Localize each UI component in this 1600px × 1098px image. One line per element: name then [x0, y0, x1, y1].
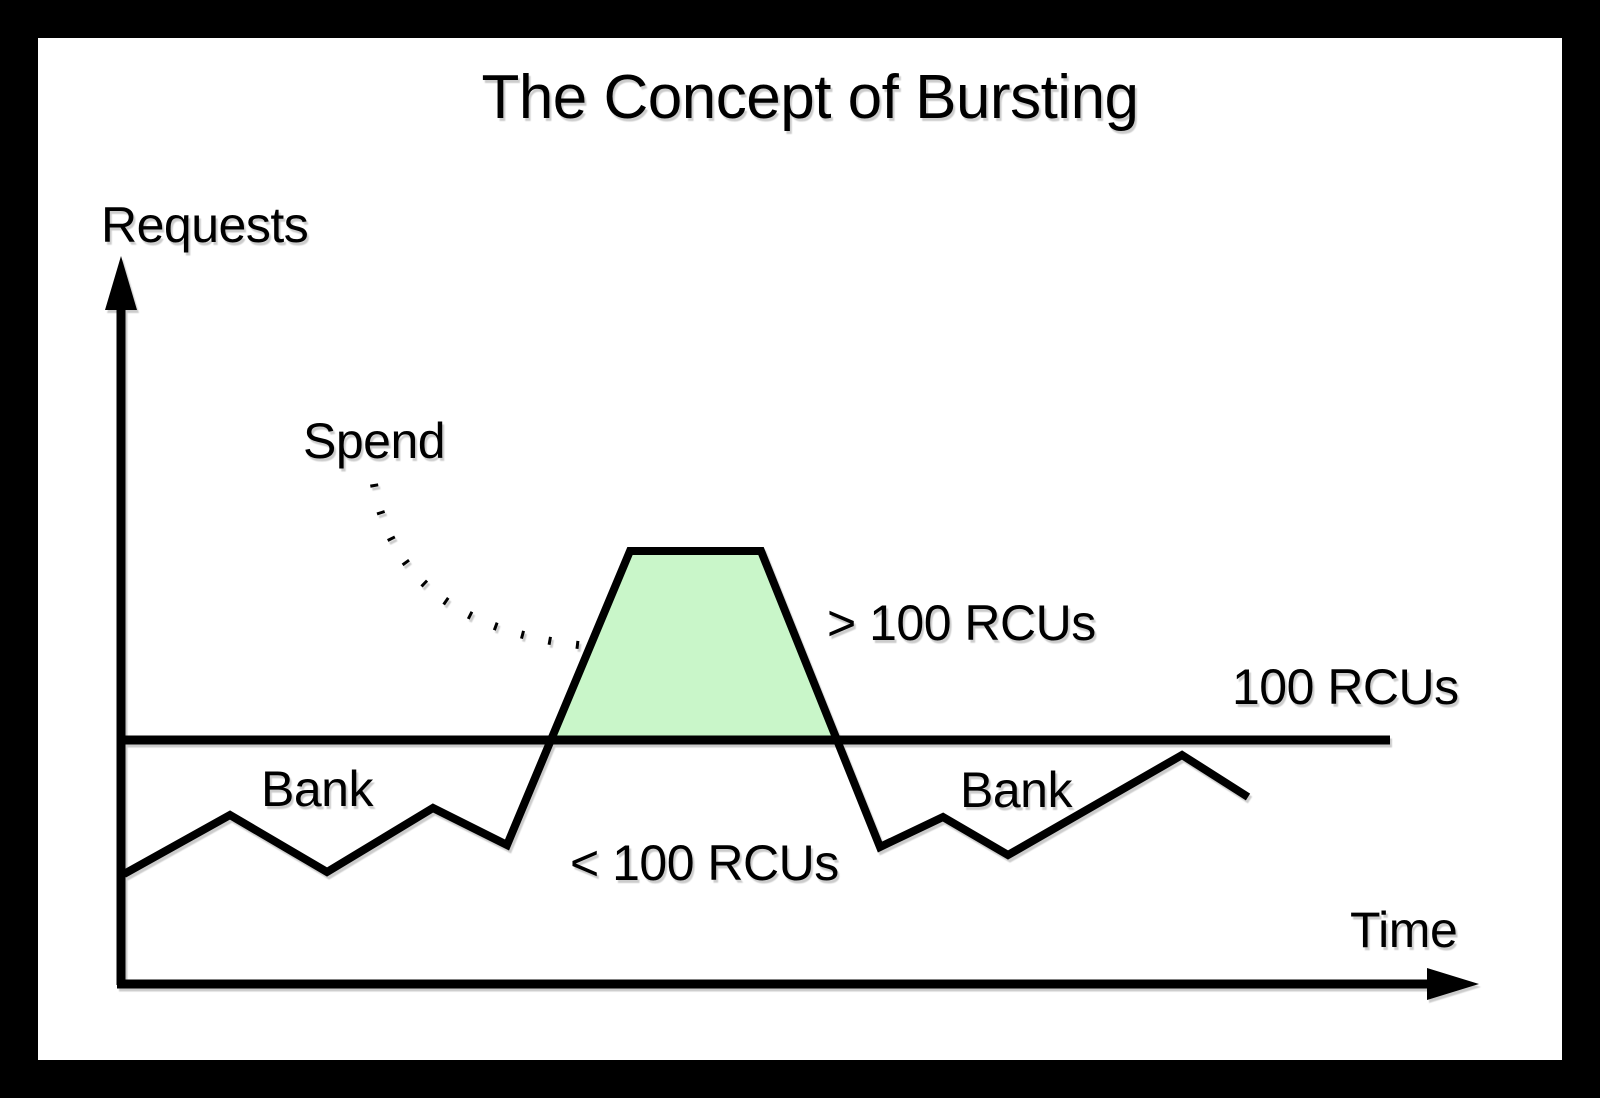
bank-left-label: Bank	[261, 761, 374, 817]
spend-label: Spend	[303, 413, 445, 469]
below-capacity-label: < 100 RCUs	[570, 835, 839, 891]
burst-area	[553, 551, 837, 740]
bank-right-label: Bank	[960, 762, 1073, 818]
y-axis-label: Requests	[101, 197, 308, 253]
request-line	[122, 547, 1251, 878]
x-axis-arrowhead-icon	[1427, 968, 1479, 1000]
x-axis-label: Time	[1350, 902, 1457, 958]
y-axis-arrowhead-icon	[105, 256, 137, 310]
capacity-value-label: 100 RCUs	[1232, 659, 1459, 715]
page-title: The Concept of Bursting	[481, 63, 1138, 132]
above-capacity-label: > 100 RCUs	[827, 595, 1096, 651]
diagram-canvas	[38, 38, 1562, 1060]
